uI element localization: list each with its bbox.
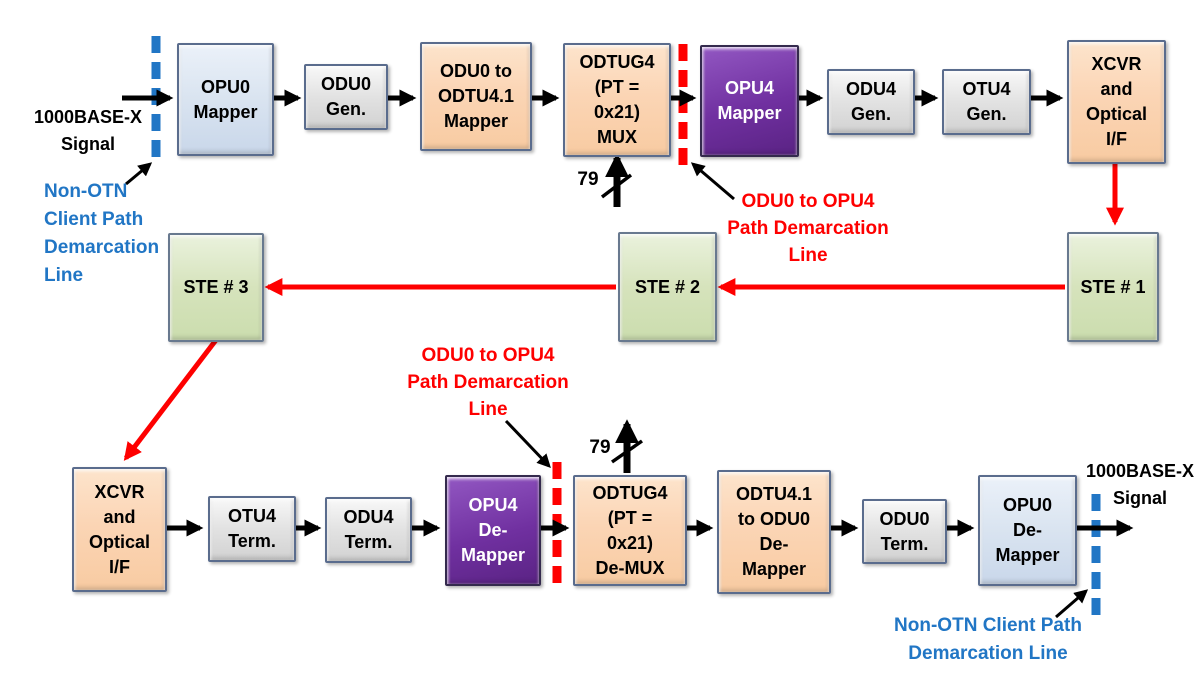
pointer-non-otn-top <box>125 162 153 186</box>
box-ste-1: STE # 1 <box>1067 232 1159 342</box>
label-odu0-opu4-demarcation-bottom: ODU0 to OPU4 Path Demarcation Line <box>407 345 569 420</box>
pointer-odu0-opu4-top <box>690 162 735 201</box>
box-opu0-mapper: OPU0 Mapper <box>177 43 274 156</box>
box-odtu41-to-odu0-demapper: ODTU4.1 to ODU0 De- Mapper <box>717 470 831 594</box>
box-ste-3: STE # 3 <box>168 233 264 342</box>
box-odtug4-demux: ODTUG4 (PT = 0x21) De-MUX <box>573 475 687 586</box>
box-opu0-demapper: OPU0 De- Mapper <box>978 475 1077 586</box>
box-ste-2: STE # 2 <box>618 232 717 342</box>
box-otu4-gen: OTU4 Gen. <box>942 69 1031 135</box>
pointer-odu0-opu4-bottom <box>504 419 551 468</box>
box-opu4-demapper: OPU4 De- Mapper <box>445 475 541 586</box>
box-odu0-gen: ODU0 Gen. <box>304 64 388 130</box>
box-odu4-term: ODU4 Term. <box>325 497 412 563</box>
box-xcvr-optical-if-bottom: XCVR and Optical I/F <box>72 467 167 592</box>
box-otu4-term: OTU4 Term. <box>208 496 296 562</box>
box-odu4-gen: ODU4 Gen. <box>827 69 915 135</box>
arrow-ste3-to-xcvr-bottom <box>123 338 218 461</box>
box-odu0-to-odtu41-mapper: ODU0 to ODTU4.1 Mapper <box>420 42 532 151</box>
label-non-otn-demarcation-bottom: Non-OTN Client Path Demarcation Line <box>894 615 1082 664</box>
bus-79-arrow-top <box>600 153 633 207</box>
box-opu4-mapper: OPU4 Mapper <box>700 45 799 157</box>
box-odtug4-mux: ODTUG4 (PT = 0x21) MUX <box>563 43 671 157</box>
label-odu0-opu4-demarcation-top: ODU0 to OPU4 Path Demarcation Line <box>727 191 889 266</box>
box-xcvr-optical-if-top: XCVR and Optical I/F <box>1067 40 1166 164</box>
pointer-non-otn-bottom <box>1055 589 1089 619</box>
label-non-otn-demarcation-top: Non-OTN Client Path Demarcation Line <box>44 181 160 286</box>
label-bus-width-bottom: 79 <box>589 437 611 458</box>
bus-79-arrow-bottom <box>610 419 644 473</box>
label-bus-width-top: 79 <box>577 169 599 190</box>
label-signal-out: 1000BASE-X Signal <box>1085 461 1195 508</box>
label-signal-in: 1000BASE-X Signal <box>33 107 143 154</box>
box-odu0-term: ODU0 Term. <box>862 499 947 564</box>
